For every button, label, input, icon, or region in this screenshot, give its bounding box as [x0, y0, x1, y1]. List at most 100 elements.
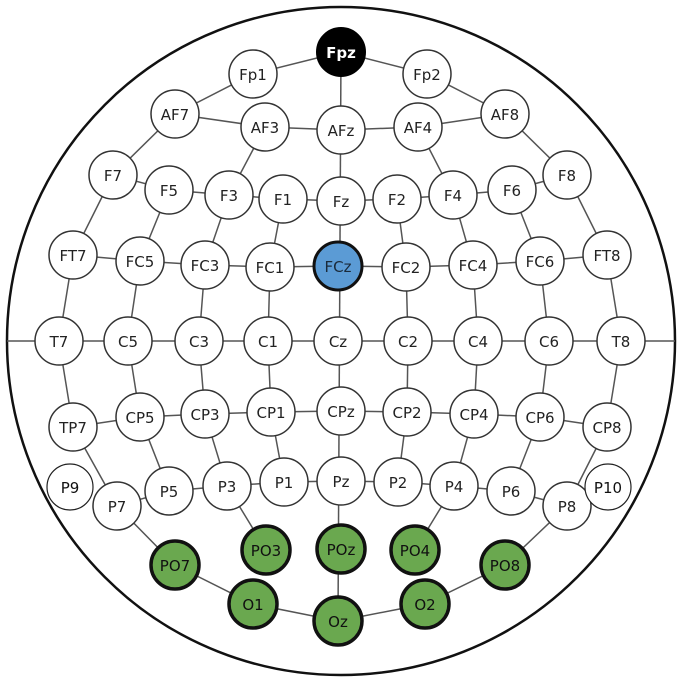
electrode-label: FC4 — [459, 257, 488, 275]
electrode-label: CPz — [327, 403, 355, 421]
electrode-label: F4 — [444, 187, 462, 205]
electrode-circle — [150, 89, 200, 139]
electrode-label: F1 — [274, 191, 292, 209]
electrode-label: Cz — [329, 333, 347, 351]
electrode-p8: P8 — [542, 481, 592, 531]
electrode-f5: F5 — [144, 165, 194, 215]
electrode-fc1: FC1 — [245, 242, 295, 292]
electrode-circle — [258, 174, 308, 224]
electrode-circle — [429, 461, 479, 511]
electrode-label: POz — [327, 541, 356, 559]
electrode-label: F6 — [503, 182, 521, 200]
electrode-circle — [428, 170, 478, 220]
electrode-po4: PO4 — [389, 524, 441, 576]
electrode-cp8: CP8 — [582, 402, 632, 452]
electrode-ft8: FT8 — [582, 230, 632, 280]
electrode-label: Fpz — [326, 44, 356, 62]
electrode-circle — [312, 595, 364, 647]
electrode-cp3: CP3 — [180, 389, 230, 439]
electrode-fp1: Fp1 — [228, 49, 278, 99]
electrode-circle — [515, 392, 565, 442]
electrode-circle — [313, 316, 363, 366]
electrode-label: O2 — [414, 596, 435, 614]
electrode-circle — [315, 523, 367, 575]
electrode-circle — [204, 170, 254, 220]
electrode-o2: O2 — [399, 578, 451, 630]
electrode-label: PO4 — [400, 542, 430, 560]
electrode-label: Oz — [328, 613, 348, 631]
electrode-circle — [144, 466, 194, 516]
electrode-circle — [453, 316, 503, 366]
electrode-circle — [149, 539, 201, 591]
electrode-label: C6 — [539, 333, 559, 351]
electrode-fc2: FC2 — [381, 242, 431, 292]
electrode-label: P7 — [108, 498, 127, 516]
electrode-label: FC2 — [392, 259, 421, 277]
electrode-label: AFz — [328, 122, 355, 140]
electrode-label: CP3 — [190, 406, 219, 424]
electrode-circle — [381, 242, 431, 292]
electrode-circle — [584, 463, 632, 511]
electrode-fz: Fz — [316, 176, 366, 226]
electrode-po7: PO7 — [149, 539, 201, 591]
electrode-fc6: FC6 — [515, 236, 565, 286]
electrode-cp6: CP6 — [515, 392, 565, 442]
electrode-circle — [373, 457, 423, 507]
electrode-f7: F7 — [88, 150, 138, 200]
electrode-circle — [582, 230, 632, 280]
electrode-label: C3 — [189, 333, 209, 351]
electrode-po8: PO8 — [479, 539, 531, 591]
electrode-circle — [316, 386, 366, 436]
electrode-circle — [245, 242, 295, 292]
electrode-circle — [88, 150, 138, 200]
electrode-label: Fp1 — [239, 66, 267, 84]
electrode-cp1: CP1 — [246, 387, 296, 437]
electrode-circle — [180, 240, 230, 290]
electrode-label: O1 — [242, 596, 263, 614]
electrode-circle — [596, 316, 646, 366]
electrode-p2: P2 — [373, 457, 423, 507]
electrode-circle — [383, 316, 433, 366]
electrode-f1: F1 — [258, 174, 308, 224]
electrode-c4: C4 — [453, 316, 503, 366]
electrode-label: CP1 — [256, 404, 285, 422]
electrode-label: Fp2 — [413, 66, 441, 84]
electrode-f2: F2 — [372, 174, 422, 224]
electrode-cz: Cz — [313, 316, 363, 366]
electrode-circle — [402, 49, 452, 99]
electrode-label: P2 — [389, 474, 408, 492]
electrode-circle — [524, 316, 574, 366]
electrode-circle — [393, 102, 443, 152]
electrode-circle — [448, 240, 498, 290]
electrode-c1: C1 — [243, 316, 293, 366]
electrode-label: C5 — [118, 333, 138, 351]
electrode-label: F7 — [104, 167, 122, 185]
electrode-label: P8 — [558, 498, 577, 516]
electrode-af3: AF3 — [240, 102, 290, 152]
electrode-label: AF4 — [404, 119, 432, 137]
electrode-cp5: CP5 — [115, 392, 165, 442]
electrode-o1: O1 — [227, 578, 279, 630]
electrode-circle — [316, 176, 366, 226]
electrode-label: Pz — [333, 473, 350, 491]
electrode-label: F5 — [160, 182, 178, 200]
electrode-label: FT7 — [59, 247, 86, 265]
electrode-circle — [240, 524, 292, 576]
electrode-label: Fz — [333, 193, 350, 211]
electrode-label: PO3 — [251, 542, 281, 560]
electrode-label: P6 — [502, 483, 521, 501]
electrode-label: AF8 — [491, 106, 519, 124]
electrode-p3: P3 — [202, 461, 252, 511]
electrode-circle — [48, 402, 98, 452]
electrode-label: C2 — [398, 333, 418, 351]
electrode-label: F8 — [558, 167, 576, 185]
electrode-circle — [479, 539, 531, 591]
electrode-label: P3 — [218, 478, 237, 496]
electrode-c2: C2 — [383, 316, 433, 366]
electrode-fcz: FCz — [312, 240, 364, 292]
electrode-label: CP6 — [525, 409, 554, 427]
electrode-tp7: TP7 — [48, 402, 98, 452]
electrode-label: FCz — [325, 258, 352, 276]
